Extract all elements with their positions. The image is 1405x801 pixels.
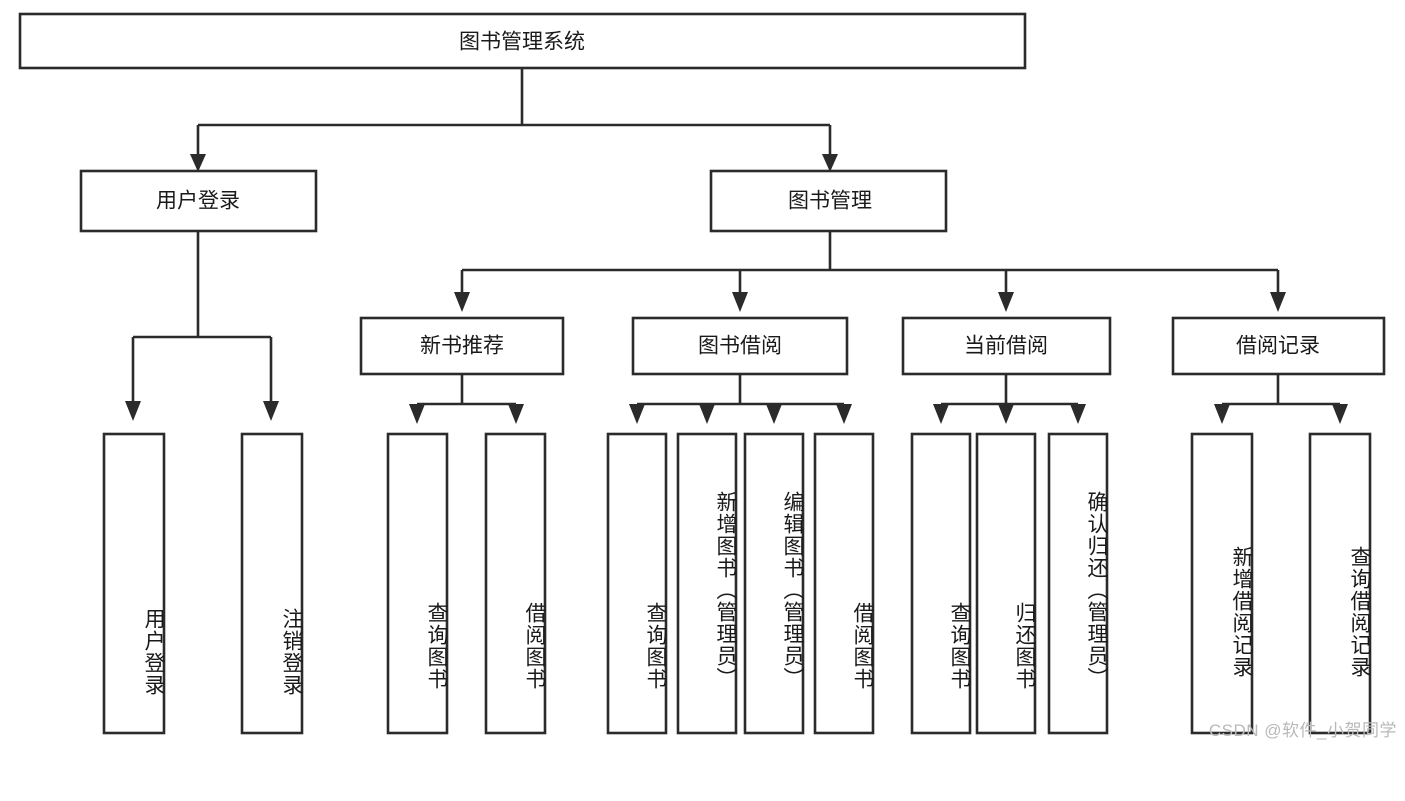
connector-currentborrow-stem <box>941 374 1078 406</box>
arrowhead-borrow-record <box>1270 292 1286 312</box>
node-book-borrow-label: 图书借阅 <box>698 335 782 358</box>
node-leaf-query-books-3-box[interactable] <box>910 432 972 735</box>
arrowhead-leaf-query-books-2 <box>629 404 645 424</box>
node-new-book-recommend-box[interactable] <box>359 316 565 376</box>
arrowhead-leaf-logout-login <box>263 401 279 421</box>
node-book-management-label: 图书管理 <box>788 190 872 213</box>
connector-bookborrow-stem <box>637 374 844 406</box>
node-user-login-box[interactable] <box>79 169 318 233</box>
arrowhead-leaf-query-books-3 <box>933 404 949 424</box>
node-leaf-add-record-box[interactable] <box>1190 432 1254 735</box>
arrowhead-current-borrow <box>998 292 1014 312</box>
arrowhead-leaf-borrow-books-2 <box>836 404 852 424</box>
connector-newbook-stem <box>417 374 516 406</box>
node-borrow-record-box[interactable] <box>1171 316 1386 376</box>
arrowhead-leaf-query-record <box>1332 404 1348 424</box>
node-leaf-add-book-box[interactable] <box>676 432 738 735</box>
node-leaf-return-books-box[interactable] <box>975 432 1037 735</box>
node-book-management-box[interactable] <box>709 169 948 233</box>
connector-userlogin-stem <box>133 231 271 339</box>
arrowhead-leaf-return-books <box>998 404 1014 424</box>
node-leaf-borrow-books-2-box[interactable] <box>813 432 875 735</box>
connector-borrowrecord-stem <box>1222 374 1340 406</box>
arrowhead-leaf-user-login <box>125 401 141 421</box>
node-leaf-borrow-books-1-box[interactable] <box>484 432 547 735</box>
node-leaf-logout-login-box[interactable] <box>240 432 304 735</box>
arrowhead-new-book-recommend <box>454 292 470 312</box>
node-leaf-confirm-return-box[interactable] <box>1047 432 1109 735</box>
arrowhead-leaf-add-book <box>699 404 715 424</box>
node-root-label: 图书管理系统 <box>459 31 585 54</box>
diagram-canvas: 图书管理系统 用户登录 图书管理 新书推荐 图书借阅 当前借阅 借阅记录 用户登… <box>18 12 1397 740</box>
node-borrow-record-label: 借阅记录 <box>1236 335 1320 358</box>
node-user-login-label: 用户登录 <box>156 190 240 213</box>
node-leaf-query-record-box[interactable] <box>1308 432 1372 735</box>
connector-root-to-level2 <box>198 68 830 127</box>
node-leaf-query-books-1-box[interactable] <box>386 432 449 735</box>
node-leaf-edit-book-box[interactable] <box>743 432 805 735</box>
arrowhead-leaf-query-books-1 <box>409 404 425 424</box>
arrowhead-leaf-edit-book <box>766 404 782 424</box>
node-root-box[interactable] <box>18 12 1027 70</box>
node-current-borrow-box[interactable] <box>901 316 1112 376</box>
arrowhead-leaf-add-record <box>1214 404 1230 424</box>
flowchart-svg: 图书管理系统 用户登录 图书管理 新书推荐 图书借阅 当前借阅 借阅记录 <box>18 12 1386 735</box>
arrowhead-user-login <box>190 154 206 172</box>
arrowhead-book-management <box>822 154 838 172</box>
csdn-watermark: CSDN @软件_小贺同学 <box>1208 721 1397 740</box>
node-leaf-user-login-box[interactable] <box>102 432 166 735</box>
node-new-book-recommend-label: 新书推荐 <box>420 335 504 358</box>
arrowhead-leaf-borrow-books-1 <box>508 404 524 424</box>
node-leaf-query-books-2-box[interactable] <box>606 432 668 735</box>
connector-bookmgmt-stem <box>462 231 1278 272</box>
arrowhead-leaf-confirm-return <box>1070 404 1086 424</box>
arrowhead-book-borrow <box>732 292 748 312</box>
node-current-borrow-label: 当前借阅 <box>964 335 1048 358</box>
